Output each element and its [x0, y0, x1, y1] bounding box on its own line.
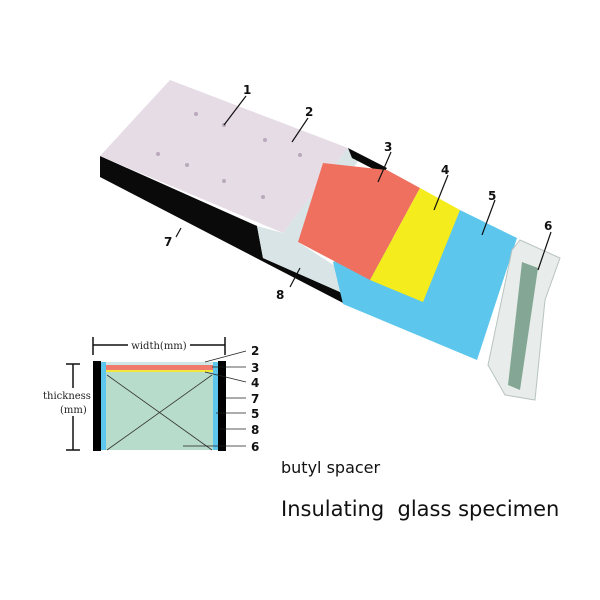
callout-3: 3	[384, 140, 392, 154]
cover-glass-top	[100, 80, 348, 233]
butyl-layer	[298, 163, 420, 280]
frame-side	[100, 156, 345, 304]
callout-2: 2	[305, 105, 313, 119]
glass-edge	[487, 239, 561, 401]
cs-callout-8: 8	[251, 423, 259, 437]
callout-1: 1	[243, 83, 251, 97]
cs-callout-7: 7	[251, 392, 259, 406]
frame-top-edge	[348, 148, 387, 174]
callout-5: 5	[488, 189, 496, 203]
callout-4: 4	[441, 163, 449, 177]
yellow-layer	[370, 188, 460, 302]
cross-section-diagram: width(mm) thickness (mm) 2 3 4 7 5 8 6	[40, 337, 259, 454]
cs-callout-3: 3	[251, 361, 259, 375]
cs-callout-5: 5	[251, 407, 259, 421]
thickness-unit: (mm)	[60, 405, 87, 416]
caption-subtitle: butyl spacer	[281, 458, 381, 477]
callout-leaders	[175, 95, 552, 288]
callout-7: 7	[164, 235, 172, 249]
width-label: width(mm)	[131, 341, 186, 352]
callout-8: 8	[276, 288, 284, 302]
thickness-label: thickness	[43, 391, 91, 402]
callout-6: 6	[544, 219, 552, 233]
cs-callout-2: 2	[251, 344, 259, 358]
cs-callout-6: 6	[251, 440, 259, 454]
cs-callout-4: 4	[251, 376, 259, 390]
caption-title: Insulating glass specimen	[281, 497, 560, 521]
